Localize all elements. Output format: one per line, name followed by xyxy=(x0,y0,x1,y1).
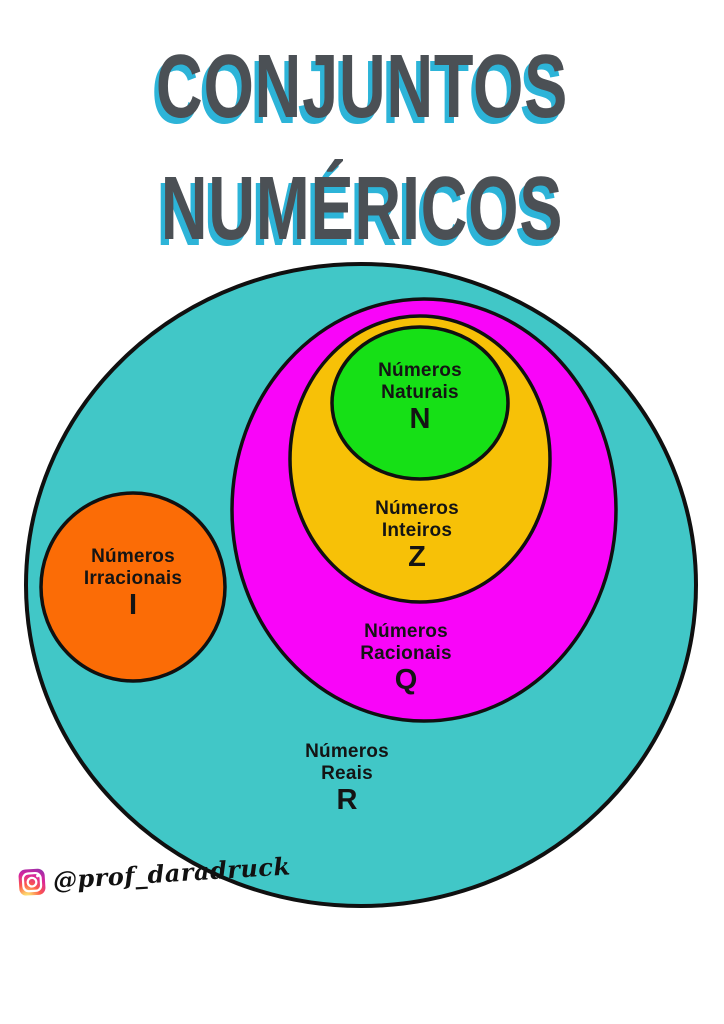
label-reais-line1: Números xyxy=(305,741,389,762)
label-reais-symbol: R xyxy=(336,784,358,816)
label-irracionais-line2: Irracionais xyxy=(83,567,183,589)
label-naturais: Números Naturais N xyxy=(340,360,500,436)
label-inteiros: Números Inteiros Z xyxy=(337,498,497,574)
label-naturais-symbol: N xyxy=(409,403,431,435)
title-line-2: NUMÉRICOS xyxy=(160,159,564,259)
label-irracionais-symbol: I xyxy=(128,589,138,621)
set-irracionais-ellipse xyxy=(39,491,227,683)
set-naturais-ellipse xyxy=(330,325,510,481)
label-inteiros-line1: Números xyxy=(375,498,459,519)
label-reais-line2: Reais xyxy=(321,762,373,784)
title-line-1: CONJUNTOS xyxy=(155,37,569,137)
label-racionais-symbol: Q xyxy=(394,664,418,696)
label-reais: Números Reais R xyxy=(267,741,427,817)
label-naturais-line1: Números xyxy=(378,360,462,381)
label-naturais-line2: Naturais xyxy=(381,381,459,403)
label-racionais: Números Racionais Q xyxy=(326,621,486,697)
label-inteiros-symbol: Z xyxy=(408,541,426,573)
label-racionais-line1: Números xyxy=(364,621,448,642)
instagram-credit: @prof_daradruck xyxy=(17,851,291,897)
poster-title: CONJUNTOS NUMÉRICOS xyxy=(0,26,724,270)
label-inteiros-line2: Inteiros xyxy=(381,519,453,541)
instagram-icon xyxy=(17,867,47,897)
label-irracionais-line1: Números xyxy=(91,546,175,567)
label-racionais-line2: Racionais xyxy=(360,642,452,664)
label-irracionais: Números Irracionais I xyxy=(43,546,223,622)
